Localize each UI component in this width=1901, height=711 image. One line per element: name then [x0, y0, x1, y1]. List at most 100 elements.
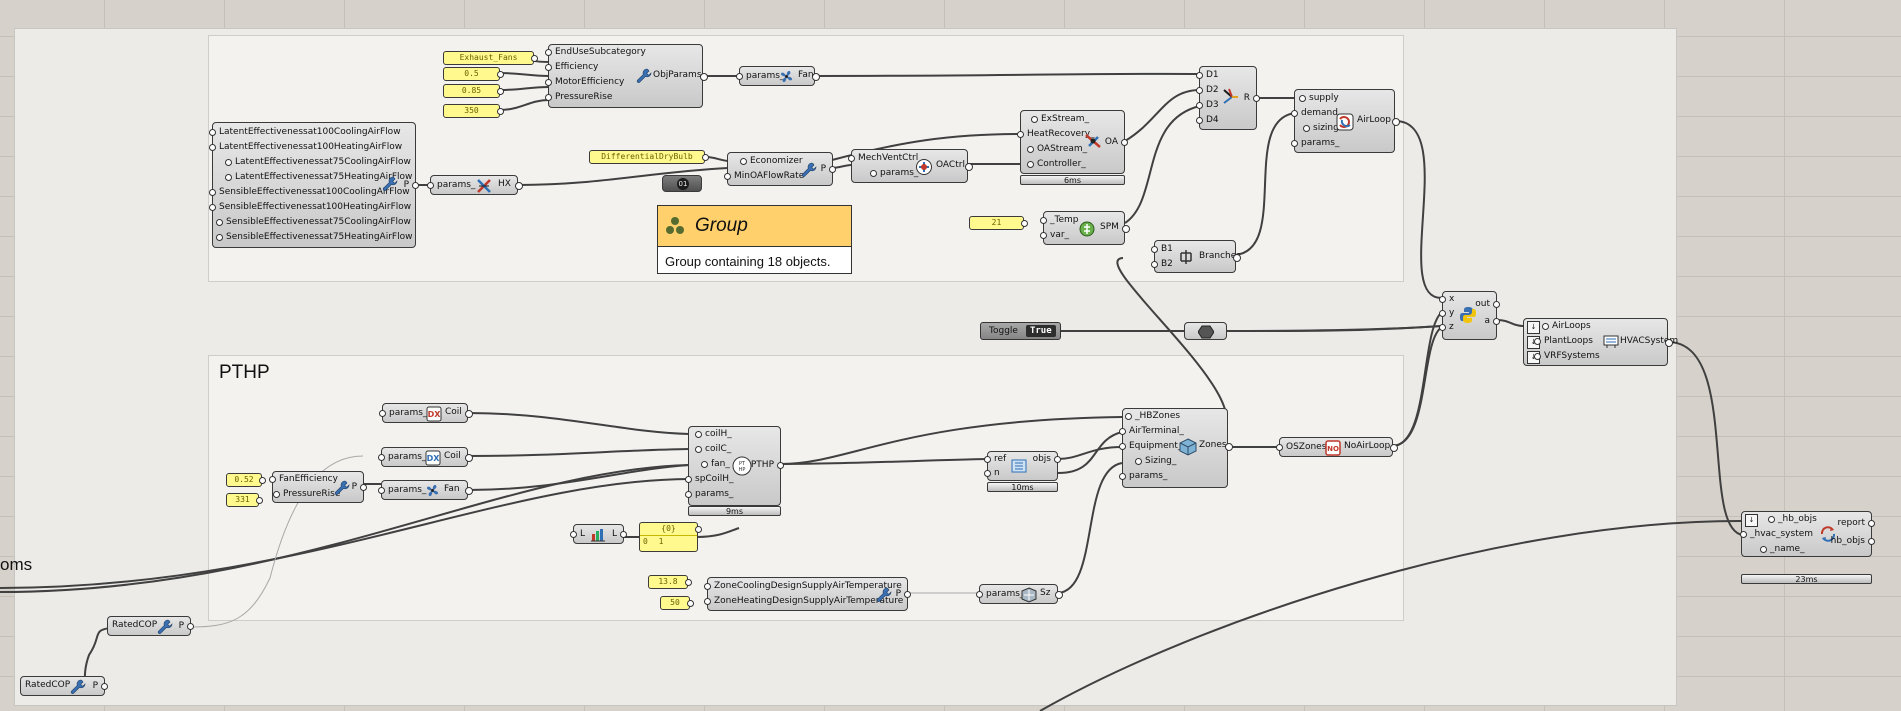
input-demand[interactable]: demand: [1291, 106, 1338, 121]
coil-cooling-component[interactable]: params_ DX Coil: [377, 447, 473, 467]
input-x[interactable]: x: [1438, 292, 1454, 307]
coil-heating-component[interactable]: params_ DX Coil: [378, 403, 473, 423]
input-vrfsystems[interactable]: VRFSystems: [1534, 349, 1600, 364]
input-enduse[interactable]: EndUseSubcategory: [545, 45, 646, 60]
heating-design-temp-panel[interactable]: 50: [660, 596, 694, 610]
input-equipment[interactable]: Equipment_: [1118, 439, 1182, 454]
input-latent-100-cooling[interactable]: LatentEffectivenessat100CoolingAirFlow: [209, 125, 401, 140]
input-exstream[interactable]: ExStream_: [1030, 112, 1089, 127]
spm-component[interactable]: _Temp var_ SPM: [1039, 211, 1130, 245]
oa-component[interactable]: ExStream_ HeatRecovery_ OAStream_ Contro…: [1017, 110, 1129, 185]
input-params[interactable]: params_: [869, 166, 918, 181]
efficiency-panel[interactable]: 0.5: [443, 67, 504, 81]
fan-efficiency-panel[interactable]: 0.52: [226, 473, 266, 487]
output-oa[interactable]: OA: [1105, 135, 1129, 150]
output-a[interactable]: a: [1484, 314, 1499, 329]
relay-hexagon[interactable]: [1184, 322, 1227, 340]
input-latent-100-heating[interactable]: LatentEffectivenessat100HeatingAirFlow: [208, 140, 402, 155]
input-efficiency[interactable]: Efficiency: [544, 60, 598, 75]
input-name[interactable]: _name_: [1760, 542, 1805, 557]
input-d1[interactable]: D1: [1196, 68, 1219, 83]
input-airterminal[interactable]: AirTerminal_: [1119, 424, 1184, 439]
output-p[interactable]: P: [404, 178, 421, 193]
input-zone-heating-temp[interactable]: ZoneHeatingDesignSupplyAirTemperature: [703, 594, 903, 609]
toggle-value[interactable]: True: [1025, 325, 1056, 337]
input-airloops[interactable]: AirLoops: [1542, 319, 1591, 334]
input-sizing[interactable]: sizing: [1303, 121, 1339, 136]
input-hb-objs[interactable]: _hb_objs: [1768, 512, 1817, 527]
output-pthp[interactable]: PTHP: [751, 458, 785, 473]
input-params[interactable]: params_: [684, 487, 733, 502]
pressure-rise-panel[interactable]: 350: [443, 104, 504, 118]
input-zone-cooling-temp[interactable]: ZoneCoolingDesignSupplyAirTemperature: [704, 579, 902, 594]
input-coilh[interactable]: coilH_: [695, 427, 732, 442]
output-hb-objs[interactable]: hb_objs: [1831, 534, 1876, 549]
ratedcop-component-2[interactable]: RatedCOP P: [20, 676, 110, 696]
input-y[interactable]: y: [1438, 306, 1454, 321]
input-plantloops[interactable]: PlantLoops: [1534, 334, 1593, 349]
merge-component[interactable]: D1 D2 D3 D4 R: [1196, 66, 1261, 130]
input-pressure-rise[interactable]: PressureRise: [544, 90, 612, 105]
input-motor-efficiency[interactable]: MotorEfficiency: [544, 75, 624, 90]
fan-component-pthp[interactable]: params_ Fan: [377, 480, 473, 500]
boolean-toggle[interactable]: Toggle True: [980, 322, 1061, 340]
output-p[interactable]: P: [896, 587, 913, 602]
input-d2[interactable]: D2: [1196, 83, 1219, 98]
input-d3[interactable]: D3: [1196, 98, 1219, 113]
list-length-component[interactable]: L L: [569, 524, 628, 544]
oactrl-component[interactable]: MechVentCtrl_ params_ OACtrl: [848, 149, 973, 183]
input-spcoilh[interactable]: spCoilH_: [684, 472, 733, 487]
input-hvac-system[interactable]: _hvac_system: [1739, 527, 1813, 542]
output-l[interactable]: L: [612, 527, 628, 542]
hx-params-component[interactable]: LatentEffectivenessat100CoolingAirFlow L…: [208, 122, 421, 248]
output-out[interactable]: out: [1475, 297, 1500, 312]
input-z[interactable]: z: [1439, 320, 1454, 335]
input-sizing[interactable]: Sizing_: [1134, 454, 1176, 469]
input-oszones[interactable]: OSZones: [1275, 440, 1326, 455]
input-latent-75-cooling[interactable]: LatentEffectivenessat75CoolingAirFlow: [225, 155, 411, 170]
hx-component[interactable]: params_ HX: [426, 175, 523, 195]
hvacsystem-component[interactable]: ↓ ↓ ↓ AirLoops PlantLoops VRFSystems HVA…: [1523, 318, 1678, 366]
economizer-panel[interactable]: DifferentialDryBulb: [589, 150, 709, 164]
output-objs[interactable]: objs: [1033, 452, 1062, 467]
group-note[interactable]: Group Group containing 18 objects.: [657, 205, 852, 274]
input-params[interactable]: params_: [378, 406, 427, 421]
input-hbzones[interactable]: _HBZones: [1124, 409, 1180, 424]
input-params[interactable]: params_: [1290, 136, 1339, 151]
output-p[interactable]: P: [352, 480, 369, 495]
python-component[interactable]: x y z out a: [1438, 291, 1500, 340]
list-item-component[interactable]: ref n objs 10ms: [983, 451, 1062, 492]
output-p[interactable]: P: [93, 679, 110, 694]
input-controller[interactable]: Controller_: [1027, 157, 1086, 172]
input-fan-efficiency[interactable]: FanEfficiency: [269, 472, 338, 487]
input-b2[interactable]: B2: [1151, 257, 1173, 272]
input-params[interactable]: params_: [426, 178, 475, 193]
cooling-design-temp-panel[interactable]: 13.8: [648, 575, 692, 589]
input-sensible-100-cooling[interactable]: SensibleEffectivenessat100CoolingAirFlow: [209, 185, 410, 200]
input-latent-75-heating[interactable]: LatentEffectivenessat75HeatingAirFlow: [224, 170, 412, 185]
input-d4[interactable]: D4: [1196, 113, 1219, 128]
input-pressure-rise[interactable]: PressureRise: [272, 487, 340, 502]
zones-component[interactable]: _HBZones AirTerminal_ Equipment_ Sizing_…: [1118, 408, 1233, 488]
input-oastream[interactable]: OAStream_: [1026, 142, 1087, 157]
sizing-params-component[interactable]: ZoneCoolingDesignSupplyAirTemperature Zo…: [703, 577, 913, 611]
input-params[interactable]: params_: [377, 483, 426, 498]
motor-efficiency-panel[interactable]: 0.85: [443, 84, 504, 98]
list-index-knob[interactable]: 01: [662, 175, 702, 192]
input-coilc[interactable]: coilC_: [694, 442, 731, 457]
input-n[interactable]: n: [984, 466, 1000, 481]
list-output-panel[interactable]: {0} 0 1: [639, 522, 702, 552]
output-report[interactable]: report: [1838, 516, 1875, 531]
input-economizer[interactable]: Economizer: [740, 154, 803, 169]
input-ref[interactable]: ref: [983, 452, 1006, 467]
output-r[interactable]: R: [1244, 91, 1261, 106]
noairloop-component[interactable]: OSZones NO NoAirLoop: [1275, 437, 1398, 457]
temperature-panel[interactable]: 21: [969, 216, 1028, 230]
fan-params-component[interactable]: FanEfficiency PressureRise P: [269, 471, 369, 503]
exhaust-fans-panel[interactable]: Exhaust_Fans: [443, 51, 538, 65]
economizer-params-component[interactable]: Economizer MinOAFlowRate P: [723, 152, 838, 186]
input-params[interactable]: params_: [975, 587, 1024, 602]
exporter-component[interactable]: ↓ _hb_objs _hvac_system _name_ report hb…: [1739, 511, 1876, 584]
input-var[interactable]: var_: [1039, 228, 1069, 243]
